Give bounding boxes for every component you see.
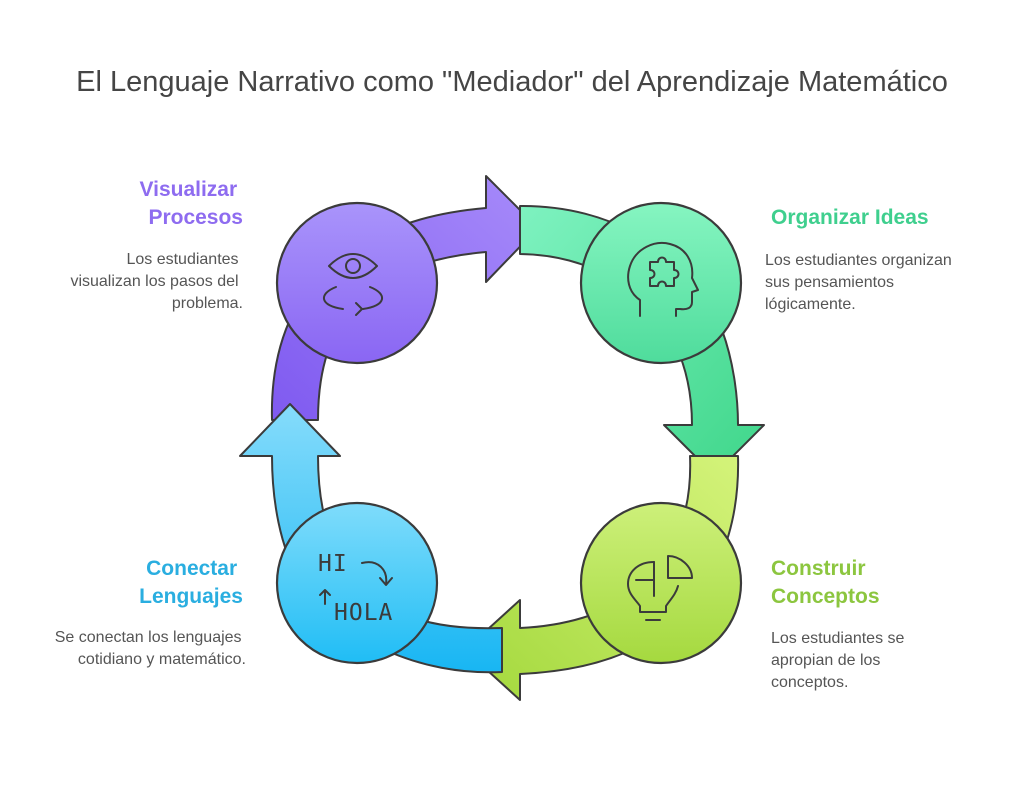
desc-visualizar-line1: Los estudiantes (126, 251, 238, 268)
heading-conectar: Conectar Lenguajes (139, 557, 243, 608)
icon-text-hola: HOLA (334, 600, 393, 626)
heading-visualizar-line1: Visualizar (139, 178, 237, 201)
desc-organizar-line2: sus pensamientos (765, 274, 894, 291)
desc-conectar: Se conectan los lenguajes cotidiano y ma… (55, 629, 246, 668)
diagram-title: El Lenguaje Narrativo como "Mediador" de… (76, 66, 948, 98)
heading-construir-line1: Construir (771, 557, 866, 580)
head-puzzle-icon (627, 242, 699, 317)
desc-visualizar: Los estudiantes visualizan los pasos del… (70, 251, 243, 312)
step-circle-visualizar (275, 201, 439, 365)
desc-visualizar-line3: problema. (172, 295, 243, 312)
heading-conectar-line1: Conectar (146, 557, 237, 580)
icon-text-hi: HI (318, 551, 348, 577)
heading-visualizar: Visualizar Procesos (139, 178, 243, 229)
desc-construir-line1: Los estudiantes se (771, 630, 905, 647)
heading-organizar: Organizar Ideas (771, 206, 929, 229)
step-circle-conectar (275, 501, 439, 665)
heading-construir: Construir Conceptos (771, 557, 880, 608)
step-circle-organizar (579, 201, 743, 365)
desc-organizar-line1: Los estudiantes organizan (765, 252, 952, 269)
heading-visualizar-line2: Procesos (148, 206, 243, 229)
desc-conectar-line2: cotidiano y matemático. (78, 651, 246, 668)
eye-rotate-icon (323, 253, 383, 316)
heading-conectar-line2: Lenguajes (139, 585, 243, 608)
desc-construir: Los estudiantes se apropian de los conce… (771, 630, 909, 691)
desc-construir-line3: conceptos. (771, 674, 848, 691)
desc-organizar-line3: lógicamente. (765, 296, 856, 313)
translate-icon: HI HOLA (318, 551, 393, 626)
desc-visualizar-line2: visualizan los pasos del (70, 273, 238, 290)
desc-construir-line2: apropian de los (771, 652, 880, 669)
lightbulb-pie-icon (627, 555, 693, 621)
desc-conectar-line1: Se conectan los lenguajes (55, 629, 242, 646)
heading-organizar-line1: Organizar Ideas (771, 206, 929, 229)
heading-construir-line2: Conceptos (771, 585, 880, 608)
step-circle-construir (579, 501, 743, 665)
desc-organizar: Los estudiantes organizan sus pensamient… (765, 252, 956, 313)
